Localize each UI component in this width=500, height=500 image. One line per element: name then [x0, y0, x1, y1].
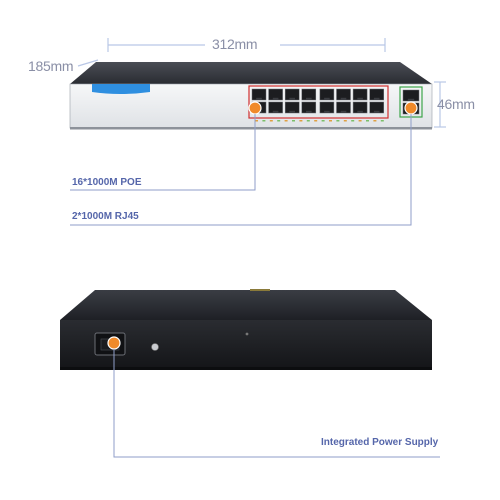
depth-dimension-label: 185mm: [28, 58, 74, 74]
status-led: [269, 120, 273, 122]
callout-line-poe: [70, 114, 256, 191]
rj45-ports-label: 2*1000M RJ45: [72, 211, 139, 222]
poe-marker-icon: [248, 101, 262, 115]
status-led: [292, 120, 295, 122]
switch-rear-view: [60, 289, 432, 370]
status-led: [255, 120, 258, 122]
status-led: [351, 120, 355, 122]
status-led: [366, 120, 369, 122]
poe-ports-label: 16*1000M POE: [72, 177, 142, 188]
status-led: [314, 120, 318, 122]
status-led: [336, 120, 340, 122]
power-supply-label: Integrated Power Supply: [321, 437, 439, 448]
status-led: [343, 120, 347, 122]
status-led: [262, 120, 266, 122]
callout-line-rj45: [70, 114, 412, 226]
status-led: [284, 120, 288, 122]
rj45-marker-icon: [404, 101, 418, 115]
status-led: [321, 120, 325, 122]
status-led: [373, 120, 377, 122]
status-led: [306, 120, 310, 122]
status-led: [358, 120, 362, 122]
status-led: [380, 120, 384, 122]
poe-port-frame: [248, 85, 389, 119]
switch-front-view: [69, 62, 433, 130]
width-dimension-label: 312mm: [212, 36, 258, 52]
status-led: [299, 120, 303, 122]
ground-screw: [151, 343, 159, 351]
status-led: [329, 120, 332, 122]
dimension-height: [434, 81, 446, 128]
dimension-width: [107, 38, 386, 52]
dimension-depth: [77, 59, 99, 67]
power-marker-icon: [107, 336, 121, 350]
status-led: [277, 120, 281, 122]
callout-line-power: [113, 349, 440, 458]
height-dimension-label: 46mm: [437, 96, 475, 112]
